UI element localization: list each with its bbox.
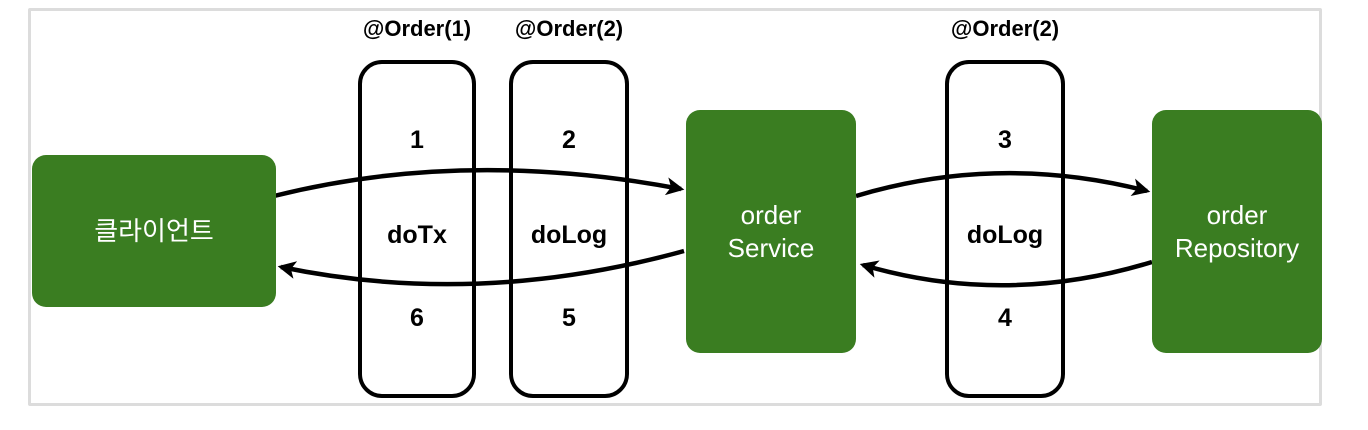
advice-dolog-service: @Order(2) 2 doLog 5 [509,16,629,398]
step-number-6: 6 [410,304,424,332]
order-service-node: order Service [686,110,856,353]
advice-method-dotx: doTx [387,221,447,249]
order-service-label-line2: Service [727,232,815,263]
client-node: 클라이언트 [32,155,276,307]
order-annotation-3: @Order(2) [950,16,1060,41]
advice-dolog-repository: @Order(2) 3 doLog 4 [945,16,1065,398]
order-repository-label-line2: Repository [1174,232,1300,263]
step-number-4: 4 [998,304,1012,332]
order-annotation-1: @Order(1) [362,16,472,41]
order-service-label-line1: order [740,199,802,230]
order-annotation-2: @Order(2) [514,16,624,41]
step-number-1: 1 [410,126,424,154]
order-repository-label-line1: order [1206,199,1268,230]
advice-dotx: @Order(1) 1 doTx 6 [358,16,476,398]
advice-box-dolog-repository: 3 doLog 4 [945,60,1065,398]
advice-method-dolog-service: doLog [530,221,608,249]
advice-box-dolog-service: 2 doLog 5 [509,60,629,398]
order-repository-node: order Repository [1152,110,1322,353]
advice-method-dolog-repository: doLog [966,221,1044,249]
step-number-2: 2 [562,126,576,154]
step-number-5: 5 [562,304,576,332]
advice-box-dotx: 1 doTx 6 [358,60,476,398]
step-number-3: 3 [998,126,1012,154]
client-label: 클라이언트 [94,215,214,246]
